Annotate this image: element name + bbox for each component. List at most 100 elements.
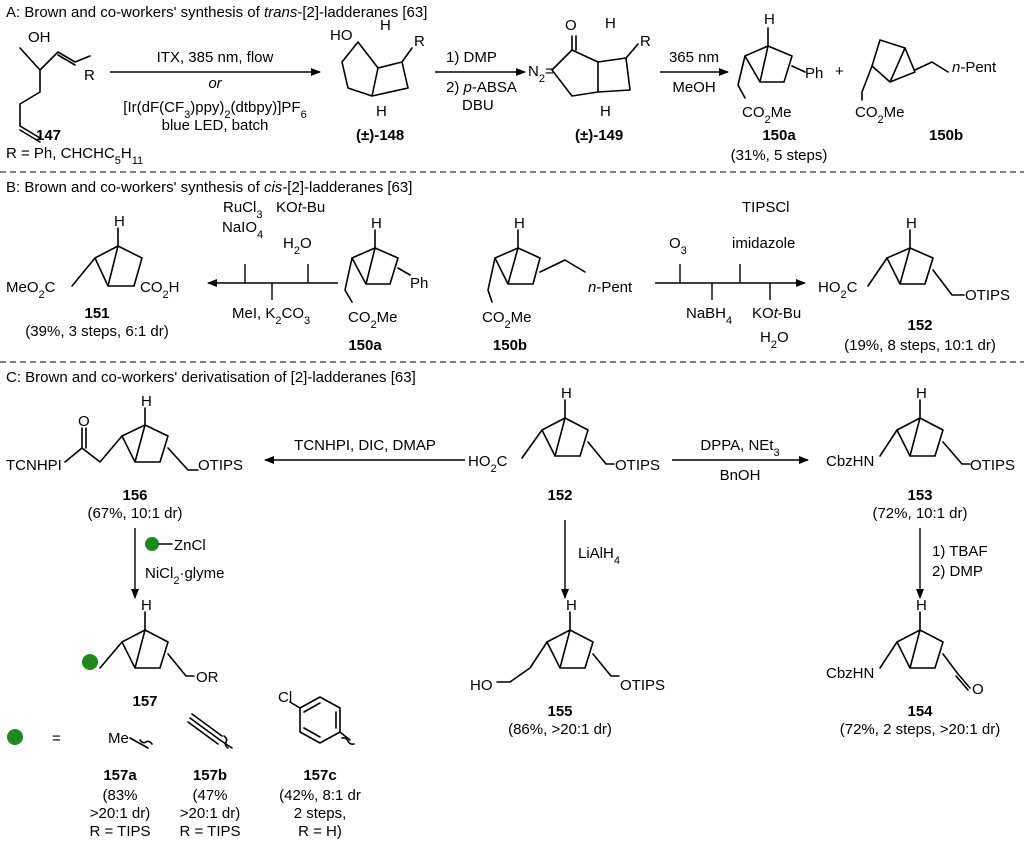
svg-text:H: H <box>764 11 775 28</box>
svg-text:N2=: N2= <box>528 63 554 85</box>
svg-text:H: H <box>376 103 387 120</box>
svg-text:CO2Me: CO2Me <box>855 104 904 126</box>
svg-text:OTIPS: OTIPS <box>198 457 243 474</box>
svg-text:MeO2C: MeO2C <box>6 279 56 301</box>
svg-text:O: O <box>565 17 577 34</box>
group-157c: Cl <box>278 689 355 745</box>
svg-text:R = TIPS: R = TIPS <box>180 823 241 840</box>
svg-text:OTIPS: OTIPS <box>965 287 1010 304</box>
compound-150b-a: n-Pent CO2Me <box>855 39 997 126</box>
label-150a-b: 150a <box>348 337 382 354</box>
label-150a: 150a <box>762 127 796 144</box>
label-147: 147 <box>36 127 61 144</box>
svg-text:H: H <box>114 213 125 230</box>
compound-149: O N2= H H R <box>528 15 651 120</box>
svg-text:NaIO4: NaIO4 <box>222 219 263 241</box>
label-151: 151 <box>84 305 109 322</box>
svg-text:R: R <box>84 67 95 84</box>
compound-156: H O TCNHPI OTIPS <box>6 393 243 474</box>
svg-text:H: H <box>906 215 917 232</box>
svg-text:O: O <box>972 681 984 698</box>
reagent-156: TCNHPI, DIC, DMAP <box>294 437 436 454</box>
section-c-title: C: Brown and co-workers' derivatisation … <box>6 369 416 386</box>
svg-text:OTIPS: OTIPS <box>615 457 660 474</box>
label-157c: 157c <box>303 767 336 784</box>
svg-text:(83%: (83% <box>102 787 137 804</box>
step1-or: or <box>208 75 222 92</box>
svg-text:MeI, K2CO3: MeI, K2CO3 <box>232 305 310 327</box>
compound-151: H MeO2C CO2H <box>6 213 179 301</box>
svg-text:(42%, 8:1 dr: (42%, 8:1 dr <box>279 787 361 804</box>
svg-text:H: H <box>371 215 382 232</box>
label-150b-b: 150b <box>493 337 527 354</box>
yield-151: (39%, 3 steps, 6:1 dr) <box>25 323 168 340</box>
svg-text:H: H <box>514 215 525 232</box>
svg-text:CO2Me: CO2Me <box>482 309 531 331</box>
r-definition: R = Ph, CHCHC5H11 <box>6 145 143 167</box>
svg-text:R = H): R = H) <box>298 823 342 840</box>
step1-catalyst: [Ir(dF(CF3)ppy)2(dtbpy)]PF6 <box>123 99 306 121</box>
compound-150b-b: H n-Pent CO2Me <box>482 215 633 331</box>
svg-text:(47%: (47% <box>192 787 227 804</box>
svg-text:H: H <box>600 103 611 120</box>
svg-text:H: H <box>141 393 152 410</box>
svg-text:>20:1 dr): >20:1 dr) <box>180 805 240 822</box>
svg-text:HO2C: HO2C <box>818 279 858 301</box>
svg-text:HO2C: HO2C <box>468 453 508 475</box>
svg-text:HO: HO <box>330 27 353 44</box>
label-153: 153 <box>907 487 932 504</box>
compound-153: H CbzHN OTIPS <box>826 385 1015 474</box>
svg-text:H: H <box>566 597 577 614</box>
compound-148: HO H H R <box>330 17 425 120</box>
svg-text:R = TIPS: R = TIPS <box>90 823 151 840</box>
svg-text:2 steps,: 2 steps, <box>294 805 347 822</box>
label-150b-a: 150b <box>929 127 963 144</box>
svg-text:Me: Me <box>108 730 129 747</box>
label-157: 157 <box>132 693 157 710</box>
reagent-153-top: DPPA, NEt3 <box>700 437 779 459</box>
svg-text:CbzHN: CbzHN <box>826 665 874 682</box>
svg-text:TIPSCl: TIPSCl <box>742 199 790 216</box>
svg-text:NaBH4: NaBH4 <box>686 305 732 327</box>
reagent-154-top: 1) TBAF <box>932 543 988 560</box>
green-dot-reagent <box>145 537 159 551</box>
svg-text:CbzHN: CbzHN <box>826 453 874 470</box>
group-157a: Me <box>108 730 153 749</box>
svg-text:OH: OH <box>28 29 51 46</box>
step2-reagent-3: DBU <box>462 97 494 114</box>
label-156: 156 <box>122 487 147 504</box>
compound-147: OH R <box>19 29 95 143</box>
svg-text:>20:1 dr): >20:1 dr) <box>90 805 150 822</box>
reagent-155: LiAlH4 <box>578 545 620 567</box>
svg-text:CO2Me: CO2Me <box>742 104 791 126</box>
svg-text:O3: O3 <box>669 235 687 257</box>
svg-text:HO: HO <box>470 677 493 694</box>
svg-text:R: R <box>414 33 425 50</box>
svg-text:OTIPS: OTIPS <box>970 457 1015 474</box>
svg-text:Ph: Ph <box>410 275 428 292</box>
label-152-b: 152 <box>907 317 932 334</box>
svg-text:R: R <box>640 33 651 50</box>
step2-reagent-1: 1) DMP <box>446 49 497 66</box>
svg-text:H: H <box>380 17 391 34</box>
svg-text:imidazole: imidazole <box>732 235 795 252</box>
label-154: 154 <box>907 703 933 720</box>
reagent-153-bottom: BnOH <box>720 467 761 484</box>
section-a-title: A: Brown and co-workers' synthesis of tr… <box>6 4 427 21</box>
svg-text:n-Pent: n-Pent <box>952 59 997 76</box>
svg-text:H: H <box>916 597 927 614</box>
compound-154: H CbzHN O <box>826 597 984 698</box>
svg-text:H: H <box>141 597 152 614</box>
svg-text:n-Pent: n-Pent <box>588 279 633 296</box>
label-152-c: 152 <box>547 487 572 504</box>
step3-conditions-bottom: MeOH <box>672 79 715 96</box>
step2-reagent-2: 2) p-ABSA <box>446 79 517 96</box>
svg-text:TCNHPI: TCNHPI <box>6 457 62 474</box>
svg-text:H: H <box>916 385 927 402</box>
svg-text:H: H <box>605 15 616 32</box>
green-dot-legend <box>7 729 23 745</box>
yield-154: (72%, 2 steps, >20:1 dr) <box>840 721 1001 738</box>
step1-conditions-bottom: blue LED, batch <box>162 117 269 134</box>
yield-155: (86%, >20:1 dr) <box>508 721 612 738</box>
equals-sign: = <box>52 730 61 747</box>
